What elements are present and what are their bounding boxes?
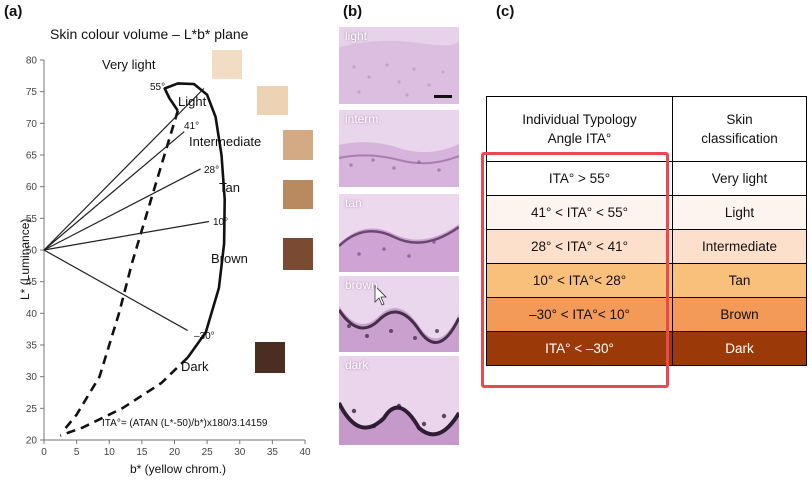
classification-cell: Dark [672, 331, 807, 366]
swatch-light [257, 86, 288, 115]
angle-label-28: 28° [204, 165, 220, 176]
ita-range-cell: –30° < ITA°< 10° [486, 297, 673, 332]
x-tick-label: 25 [202, 447, 214, 458]
x-tick-label: 35 [267, 447, 279, 458]
histology-label-brown: brown [345, 278, 378, 292]
swatch-brown [283, 238, 313, 270]
ita-ray-4 [43, 249, 188, 331]
table-row: 28° < ITA° < 41°Intermediate [486, 229, 807, 264]
histology-image-intermediate: interm. [339, 110, 459, 187]
ita-rays [43, 88, 210, 331]
y-tick-label: 80 [26, 56, 38, 67]
x-tick-label: 15 [136, 447, 148, 458]
histology-image-light: light [339, 27, 459, 104]
skin-volume-curve [59, 82, 226, 437]
x-axis-title: b* (yellow chrom.) [130, 462, 227, 476]
header-classification: Skin classification [672, 96, 807, 162]
y-tick-label: 45 [26, 277, 38, 288]
y-tick-label: 60 [26, 182, 38, 193]
label-intermediate: Intermediate [189, 134, 262, 149]
ita-range-cell: 28° < ITA° < 41° [486, 229, 673, 264]
plot-title: Skin colour volume – L*b* plane [50, 26, 249, 42]
header-ita: Individual Typology Angle ITA° [486, 96, 673, 162]
x-tick-label: 40 [299, 447, 311, 458]
histology-image-brown: brown [339, 276, 459, 352]
ita-range-cell: 10° < ITA°< 28° [486, 263, 673, 298]
swatch-tan [283, 180, 313, 209]
table-row: 41° < ITA° < 55°Light [486, 195, 807, 230]
histology-image-dark: dark [339, 356, 459, 445]
x-tick-label: 20 [169, 447, 181, 458]
table-row: 10° < ITA°< 28°Tan [486, 263, 807, 298]
ita-ray-0 [43, 88, 205, 251]
label-dark: Dark [181, 359, 209, 374]
classification-cell: Very light [672, 161, 807, 196]
histology-label-tan: tan [345, 196, 362, 210]
table-header-row: Individual Typology Angle ITA° Skin clas… [486, 96, 807, 162]
classification-cell: Light [672, 195, 807, 230]
chart-ticks: 0 5 10 15 20 25 30 35 40 80 75 70 65 60 55 50 45 40 35 30 25… [26, 56, 311, 459]
y-tick-label: 50 [26, 246, 38, 257]
histology-label-light: light [345, 29, 368, 43]
y-tick-label: 55 [26, 214, 38, 225]
label-tan: Tan [219, 180, 240, 195]
table-row: ITA° > 55°Very light [486, 161, 807, 196]
y-axis-title: L* (Luminance) [18, 218, 32, 300]
ita-ray-3 [43, 220, 210, 251]
swatch-dark [255, 342, 285, 373]
y-tick-label: 65 [26, 151, 38, 162]
ita-range-cell: ITA° > 55° [486, 161, 673, 196]
volume-outline-dashed-outer [59, 356, 189, 437]
histology-label-intermediate: interm. [345, 112, 382, 126]
table-row: ITA° < –30°Dark [486, 331, 807, 366]
table-row: –30° < ITA°< 10°Brown [486, 297, 807, 332]
classification-cell: Tan [672, 263, 807, 298]
ita-formula: ITA°= (ATAN (L*-50)/b*)x180/3.14159 [102, 418, 268, 429]
angle-label-55: 55° [150, 82, 166, 93]
panel-label-a: (a) [4, 3, 23, 20]
swatch-intermediate [283, 130, 313, 160]
classification-cell: Brown [672, 297, 807, 332]
histology-image-tan: tan [339, 194, 459, 272]
chart-axes [43, 60, 305, 441]
y-tick-label: 30 [26, 372, 38, 383]
angle-label-minus30: –30° [194, 331, 215, 342]
angle-label-41: 41° [184, 121, 200, 132]
swatch-very-light [212, 50, 242, 79]
angle-label-10: 10° [213, 217, 229, 228]
lb-plane-chart: 0 5 10 15 20 25 30 35 40 80 75 70 65 60 55 50 45 40 35 30 25… [26, 56, 311, 459]
y-tick-label: 20 [26, 436, 38, 447]
y-tick-label: 75 [26, 87, 38, 98]
ita-classification-table: Individual Typology Angle ITA° Skin clas… [486, 96, 807, 366]
x-tick-label: 5 [74, 447, 80, 458]
y-tick-label: 70 [26, 119, 38, 130]
volume-outline-dashed-inner [62, 110, 180, 432]
label-brown: Brown [211, 251, 248, 266]
ita-range-cell: 41° < ITA° < 55° [486, 195, 673, 230]
panel-label-c: (c) [496, 3, 515, 20]
y-tick-label: 25 [26, 404, 38, 415]
label-very-light: Very light [102, 57, 156, 72]
ita-ray-1 [43, 131, 185, 251]
y-tick-label: 40 [26, 309, 38, 320]
x-tick-label: 10 [104, 447, 116, 458]
x-tick-label: 0 [41, 447, 47, 458]
ita-ray-2 [43, 168, 201, 251]
volume-outline-solid [163, 82, 226, 359]
histology-label-dark: dark [345, 358, 369, 372]
ita-range-cell: ITA° < –30° [486, 331, 673, 366]
panel-label-b: (b) [343, 3, 363, 20]
label-light: Light [178, 94, 207, 109]
x-tick-label: 30 [234, 447, 246, 458]
y-tick-label: 35 [26, 341, 38, 352]
classification-cell: Intermediate [672, 229, 807, 264]
